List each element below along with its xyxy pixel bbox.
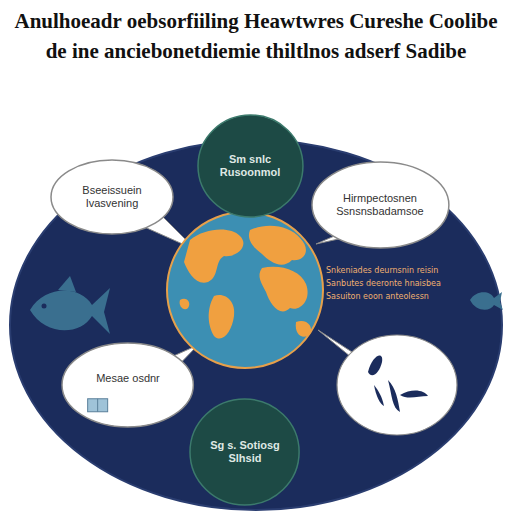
note-text: Snkeniades deurnsnin reisin	[326, 266, 448, 275]
topic-circle: Sm snlc Rusoonmol	[197, 114, 304, 218]
image-bubble	[337, 335, 457, 435]
book-icon	[88, 399, 108, 412]
fish-icon	[30, 276, 110, 334]
note-text: Sanbutes deeronte hnaisbea	[326, 279, 448, 288]
diagram-title: Anulhoeadr oebsorfiiling Heawtwres Cures…	[6, 6, 506, 67]
node-text: Bseeissuein Ivasvening	[67, 184, 156, 210]
fish-icon-small	[470, 292, 503, 310]
leaf-icons	[368, 355, 428, 412]
node-text: Mesae osdnr	[80, 372, 176, 385]
topic-circle: Sg s. Sotiosg Slhsid	[189, 398, 300, 506]
node-text: Sm snlc Rusoonmol	[211, 153, 288, 179]
node-outline	[61, 342, 194, 428]
note-text: Sasuiton eoon anteolessn	[326, 292, 448, 301]
speech-bubble: Mesae osdnr	[61, 342, 194, 428]
speech-bubble: Hirmpectosnen Ssnsnsbadamsoe	[311, 161, 450, 249]
node-text: Hirmpectosnen Ssnsnsbadamsoe	[330, 192, 430, 218]
globe	[167, 212, 323, 368]
node-text: Sg s. Sotiosg Slhsid	[205, 439, 285, 465]
speech-bubble: Bseeissuein Ivasvening	[50, 159, 174, 235]
label-group: Snkeniades deurnsnin reisinSanbutes deer…	[326, 266, 448, 306]
